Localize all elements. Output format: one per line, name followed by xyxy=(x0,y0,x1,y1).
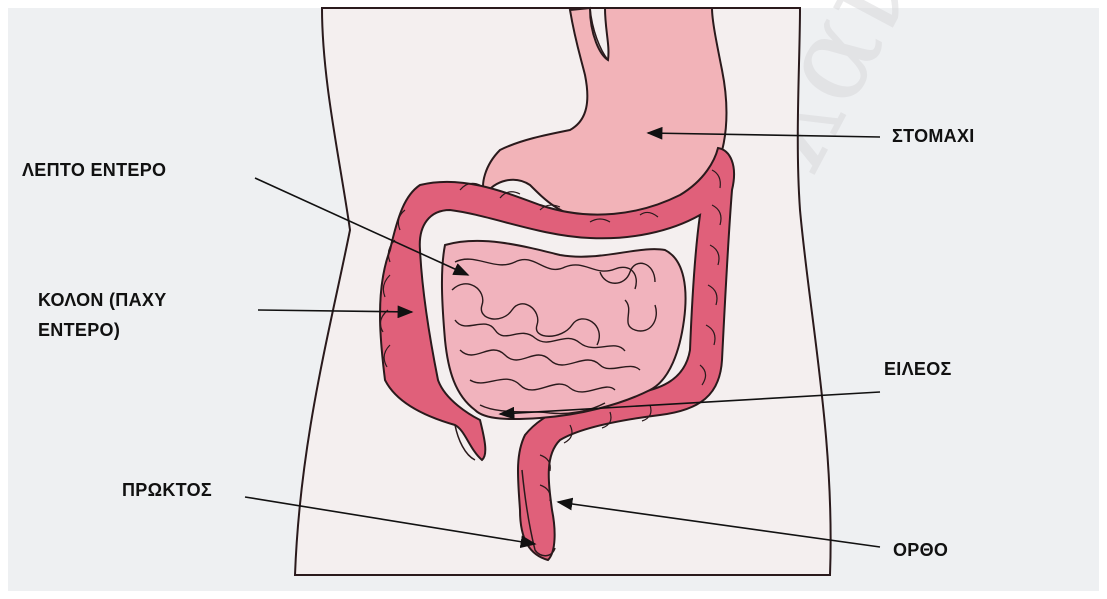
label-rectum: ΟΡΘΟ xyxy=(893,538,948,562)
label-stomach: ΣΤΟΜΑΧΙ xyxy=(892,124,975,148)
label-ileum: ΕΙΛΕΟΣ xyxy=(884,357,952,381)
label-anus: ΠΡΩΚΤΟΣ xyxy=(122,478,212,502)
label-small-intestine: ΛΕΠΤΟ ΕΝΤΕΡΟ xyxy=(22,158,166,182)
label-colon: ΚΟΛΟΝ (ΠΑΧΥ ΕΝΤΕΡΟ) xyxy=(38,285,167,345)
